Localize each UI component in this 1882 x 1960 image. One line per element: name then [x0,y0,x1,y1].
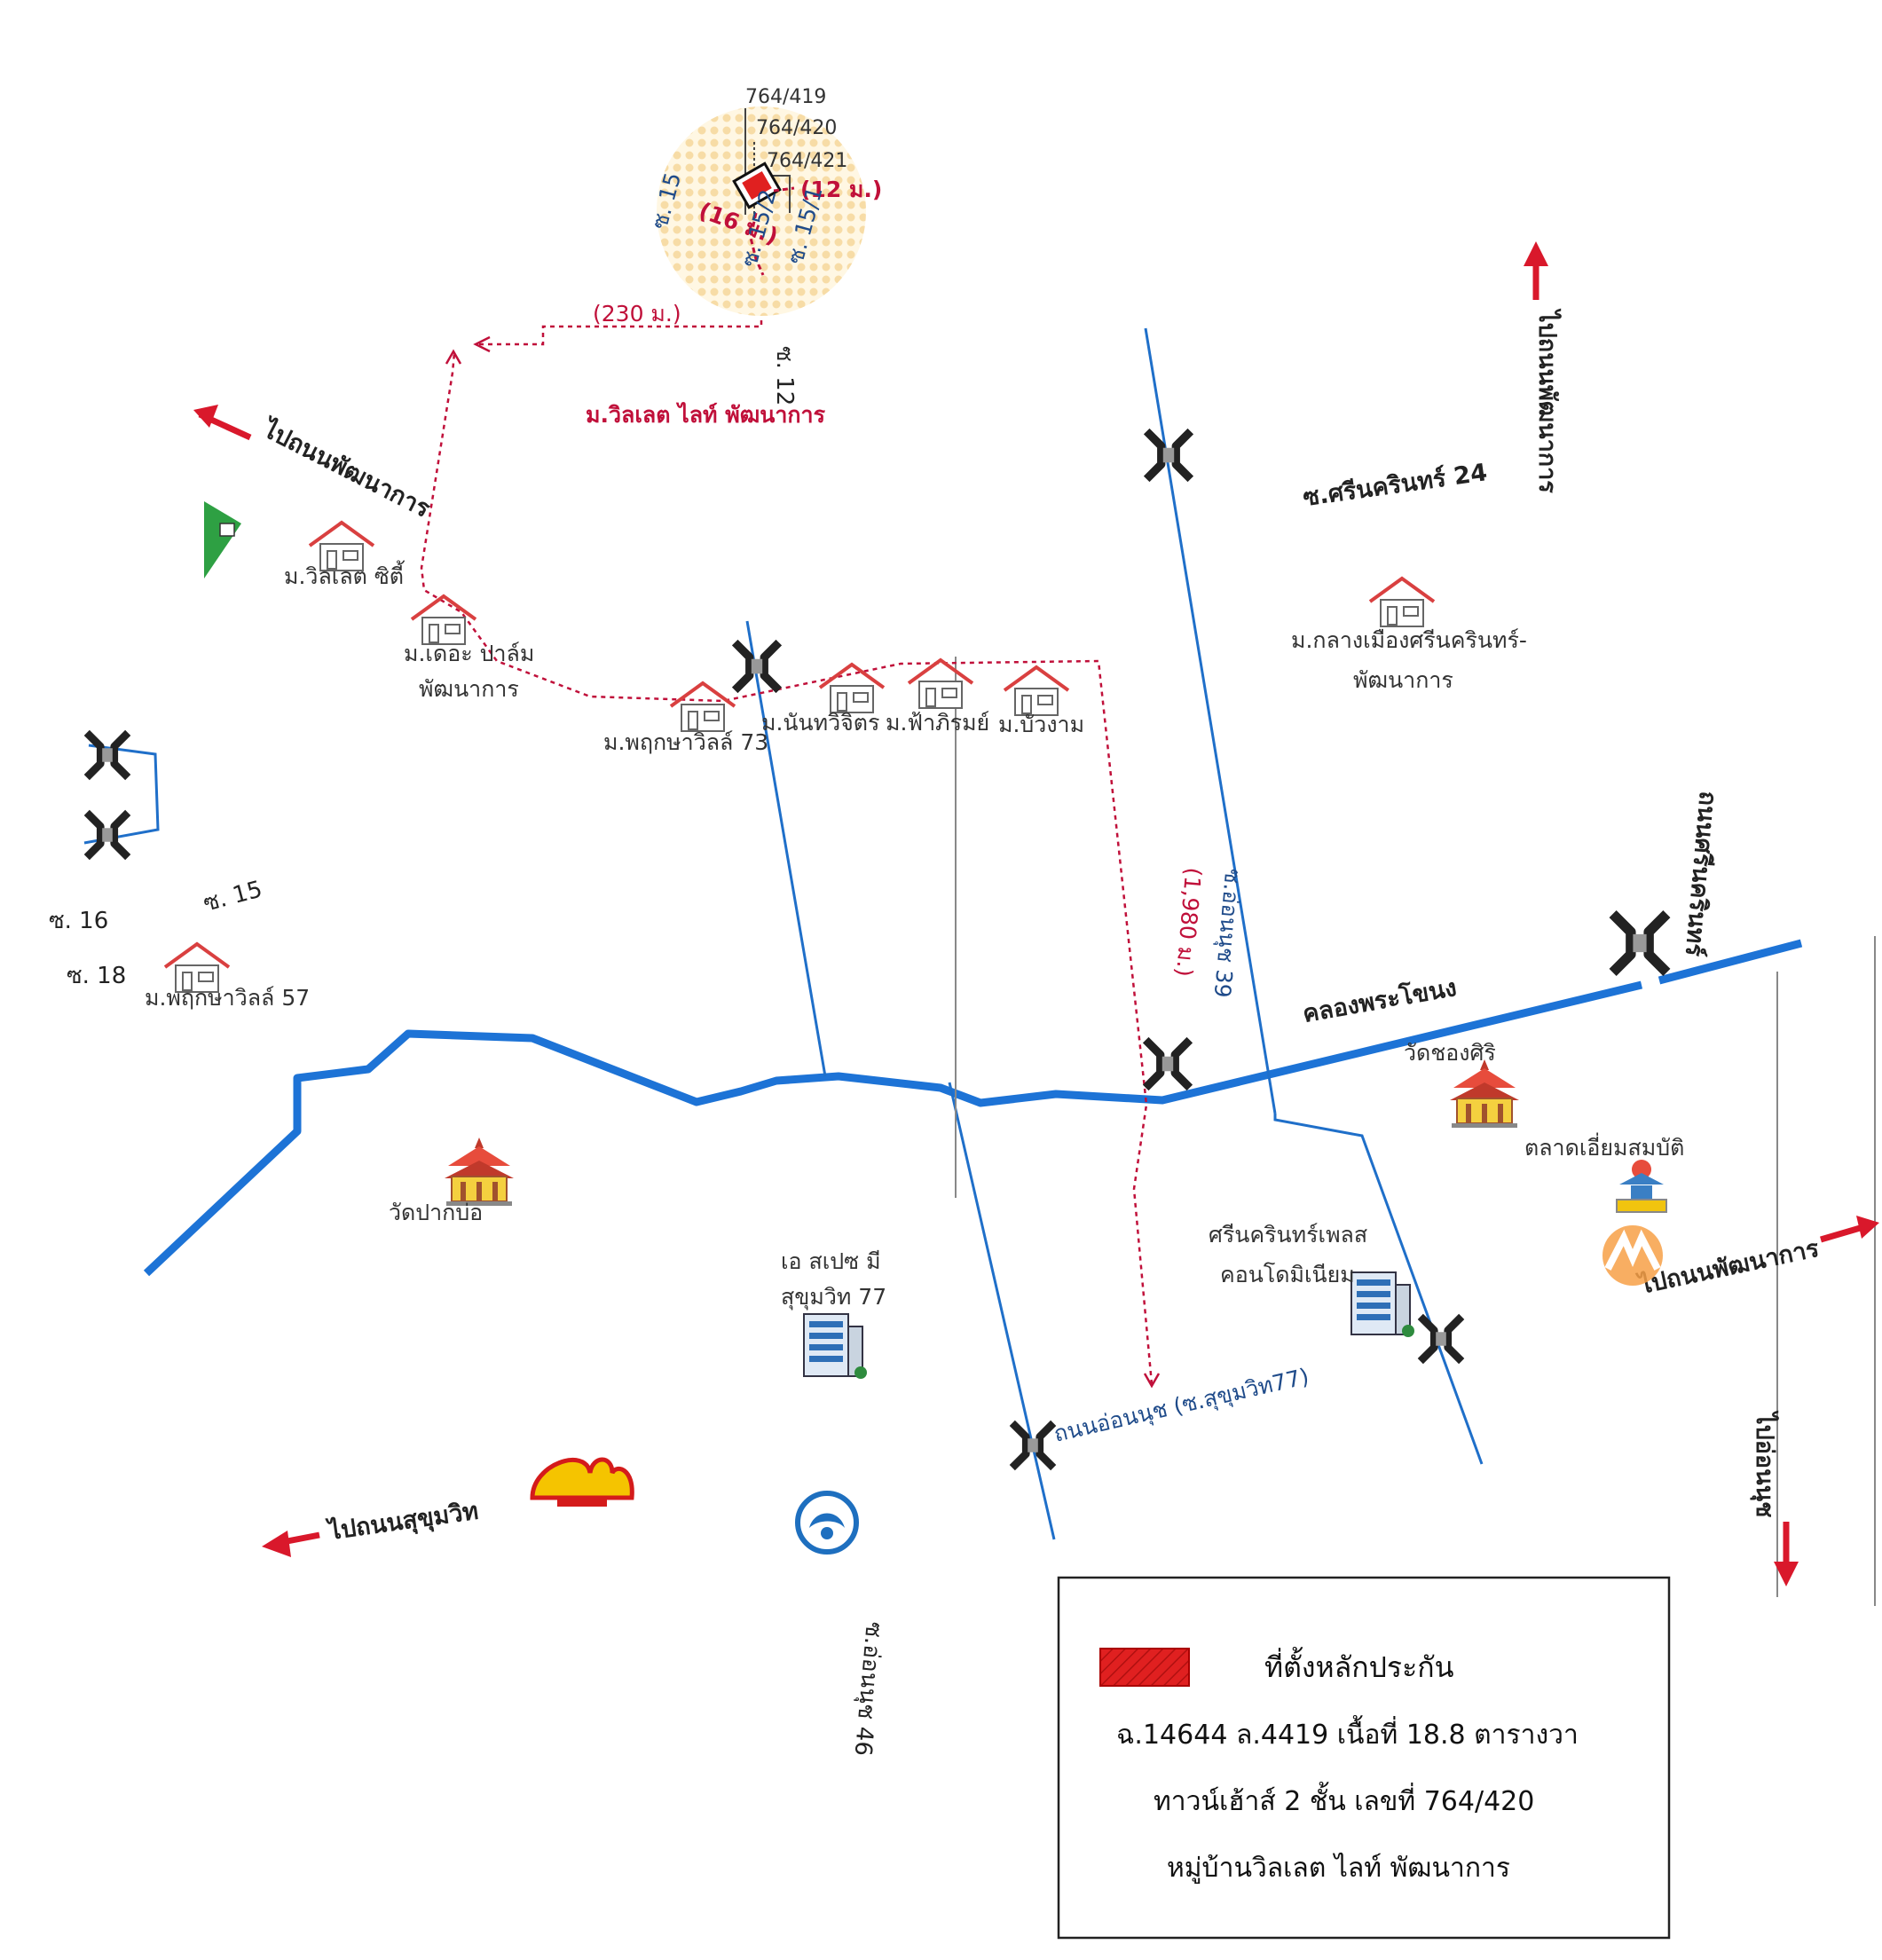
road-onnut-39: ซ.อ่อนนุช 39 [1209,868,1247,999]
place-aspace-1: เอ สเปซ มี [781,1248,881,1274]
place-pruksa73: ม.พฤกษาวิลล์ 73 [603,729,768,755]
route-arrow-top [445,349,462,365]
place-srinakarin-place-1: ศรีนครินทร์เพลส [1209,1222,1367,1248]
legend-line-2: ทาวน์เฮ้าส์ 2 ชั้น เลขที่ 764/420 [1154,1782,1534,1817]
shell-station-icon [530,1457,634,1507]
temple-icon [1449,1059,1520,1129]
house-icon [1368,577,1436,628]
bridge-icon [1613,914,1667,972]
legend-title: ที่ตั้งหลักประกัน [1264,1647,1454,1684]
road-onnut-46: ซ.อ่อนนุช 46 [849,1620,887,1757]
house-icon [410,594,477,646]
place-faphirom: ม.ฟ้าภิรมย์ [886,710,989,736]
dist-230: (230 ม.) [593,301,681,327]
soi-12-label: ซ. 12 [771,346,798,405]
route-path-230 [479,274,763,346]
road-line-4 [948,1082,1056,1540]
house-icon [1003,665,1070,717]
direction-to-pattanakarn-e: ไปถนนพัฒนาการ [1634,1234,1822,1301]
arrow-nw [193,405,252,441]
legend-box [1057,1576,1671,1940]
arrow-north [1524,241,1548,300]
place-pruksa57: ม.พฤกษาวิลล์ 57 [145,985,310,1011]
condo-icon [803,1313,868,1380]
road-onnut-road: ถนนอ่อนนุช (ซ.สุขุมวิท77) [1051,1363,1311,1447]
place-wat-chongsiri: วัดชองศิริ [1404,1040,1496,1066]
site-dist-right: (12 ม.) [800,177,882,202]
bridge-icon [1146,1040,1190,1088]
site-road-red [749,212,765,276]
place-buangam: ม.บัวงาม [998,712,1084,737]
place-the-palm-1: ม.เดอะ ปาล์ม [404,641,534,666]
direction-to-sukhumvit: ไปถนนสุขุมวิท [325,1497,481,1547]
store-logo-icon [1602,1225,1663,1286]
road-soi-18: ซ. 18 [67,963,126,989]
plot-label-421: 764/421 [767,150,847,172]
place-the-palm-2: พัฒนาการ [419,676,519,702]
legend-line-1: ฉ.14644 ล.4419 เนื้อที่ 18.8 ตารางวา [1116,1715,1579,1751]
route-path [420,352,1154,1385]
direction-to-pattanakarn-nw: ไปถนนพัฒนาการ [256,413,435,523]
arrow-east [1820,1216,1879,1243]
site-marker [742,170,772,201]
house-icon [907,658,974,710]
bridge-icon [1012,1423,1053,1468]
place-klangmuang-2: พัฒนาการ [1353,667,1453,693]
canal-line [143,980,1643,1277]
plot-label-419: 764/419 [745,86,826,108]
market-icon [1616,1160,1667,1213]
place-wat-pakbo: วัดปากบ่อ [389,1200,483,1225]
route-arrow-end [1143,1373,1161,1389]
route-arrow-230 [473,335,491,353]
small-canal [83,744,160,845]
arrow-south [1774,1522,1799,1586]
place-villet-city: ม.วิลเลต ซิตี้ [284,560,405,589]
place-klangmuang-1: ม.กลางเมืองศรีนครินทร์- [1291,627,1527,653]
road-soi-16: ซ. 16 [49,908,108,934]
canal-label: คลองพระโขนง [1300,972,1458,1028]
road-line-1 [745,620,827,1077]
condo-icon [1350,1271,1415,1338]
direction-to-onnut: ไปอ่อนนุช [1750,1410,1779,1517]
bridge-icon [87,733,128,777]
place-talad: ตลาดเอี่ยมสมบัติ [1524,1132,1684,1161]
arrow-sw [262,1531,320,1557]
plot-label-420: 764/420 [756,117,837,139]
canal-line-east [1658,939,1803,985]
legend-line-3: หมู่บ้านวิลเลต ไลท์ พัฒนาการ [1167,1852,1510,1884]
site-area-circle [657,106,866,316]
place-aspace-2: สุขุมวิท 77 [781,1284,886,1311]
park-icon [204,501,241,579]
legend-site-swatch [1099,1648,1190,1687]
place-srinakarin-place-2: คอนโดมิเนียม [1220,1262,1355,1287]
site-road-red-2 [773,186,795,193]
village-name-label: ม.วิลเลต ไลท์ พัฒนาการ [586,401,826,428]
road-soi-15w: ซ. 15 [201,876,265,917]
road-line-3 [1273,1114,1484,1465]
dist-1980: (1,980 ม.) [1171,867,1207,979]
road-srinakarin: ถนนศรีนครินทร์ [1680,790,1722,957]
house-icon [818,663,886,714]
temple-icon [444,1137,515,1207]
house-icon [669,681,736,733]
bank-icon [795,1491,859,1555]
place-nanthawichit: ม.นันทวิจิตร [761,710,879,736]
direction-to-pattanakarn-ne: ไปถนนพัฒนาการ [1533,308,1562,493]
road-srinakarin-24: ซ.ศรีนครินทร์ 24 [1302,458,1489,512]
